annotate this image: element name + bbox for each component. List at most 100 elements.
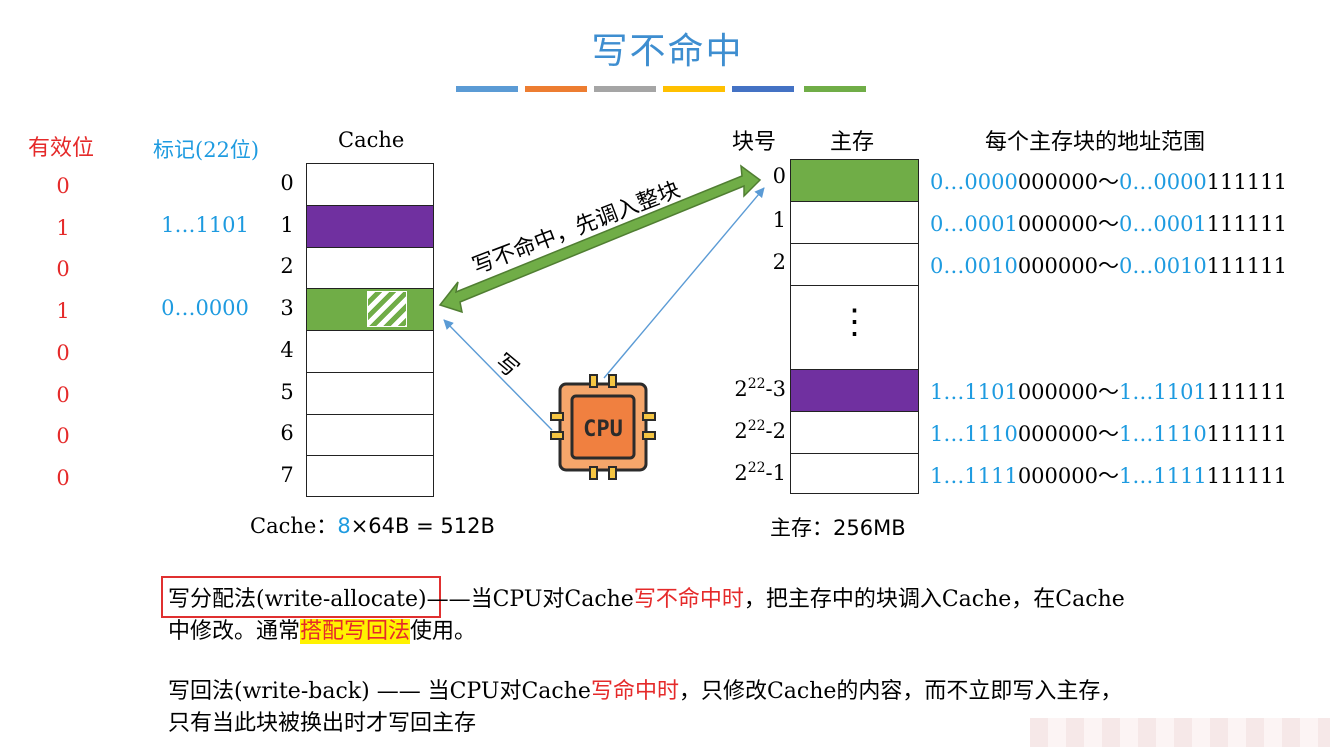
- address-part-p3: 0…0010: [1118, 254, 1207, 278]
- write-back-line-2: 只有当此块被换出时才写回主存: [168, 711, 477, 736]
- write-arrow-memory: [603, 187, 765, 379]
- write-allocate-text-b: ，把主存中的块调入Cache，在Cache: [743, 587, 1125, 612]
- valid-bit-4: 0: [56, 340, 70, 365]
- cpu-icon: CPU: [550, 374, 656, 480]
- page-title: 写不命中: [591, 31, 744, 72]
- write-back-line-1: 写回法(write-back) —— 当CPU对Cache写命中时，只修改Cac…: [168, 676, 1122, 708]
- title-bar-6: [804, 86, 866, 92]
- cache-row-3: [307, 289, 433, 331]
- memory-row-5: [791, 412, 918, 454]
- write-allocate-box: [161, 576, 441, 618]
- cache-index-3: 3: [280, 296, 294, 321]
- address-part-sep: ～: [1097, 422, 1119, 446]
- title-bar-2: [525, 86, 587, 92]
- memory-block-index-2: 2: [772, 250, 786, 274]
- write-back-text-b: ，只修改Cache的内容，而不立即写入主存，: [678, 679, 1123, 704]
- cache-index-4: 4: [280, 337, 294, 362]
- memory-row-0: [791, 160, 918, 202]
- address-range-2: 0…0010000000～0…0010111111: [930, 250, 1287, 280]
- write-miss-highlight: 写不命中时: [633, 587, 744, 612]
- address-part-p3: 0…0000: [1118, 170, 1207, 194]
- cache-row-5: [307, 373, 433, 415]
- title-bar-3: [594, 86, 656, 92]
- memory-row-2: [791, 244, 918, 286]
- valid-bit-3: 1: [56, 299, 70, 324]
- address-part-p4: 111111: [1206, 212, 1287, 236]
- valid-bit-7: 0: [56, 466, 70, 491]
- write-hit-highlight: 写命中时: [590, 679, 679, 704]
- watermark-blur: [1030, 718, 1330, 747]
- memory-row-1: [791, 202, 918, 244]
- address-part-sep: ～: [1097, 212, 1119, 236]
- address-range-0: 0…0000000000～0…0000111111: [930, 166, 1287, 196]
- valid-bit-6: 0: [56, 424, 70, 449]
- address-range-header: 每个主存块的地址范围: [985, 130, 1206, 155]
- block-index-exponent: 22: [747, 376, 766, 392]
- address-range-6: 1…1111000000～1…1111111111: [930, 460, 1287, 490]
- memory-block-index-5: 222-2: [734, 418, 786, 443]
- cache-row-6: [307, 415, 433, 457]
- memory-ellipsis: ⋮: [837, 302, 872, 342]
- block-index-exponent: 22: [747, 418, 766, 434]
- written-word-hatch: [367, 291, 407, 327]
- tag-value-3: 0…0000: [161, 296, 249, 321]
- cache-row-0: [307, 164, 433, 206]
- memory-block-index-0: 0: [772, 164, 786, 188]
- cpu-label: CPU: [583, 417, 623, 442]
- address-part-sep: ～: [1097, 380, 1119, 404]
- address-part-p4: 111111: [1206, 463, 1287, 488]
- memory-block-index-1: 1: [772, 208, 786, 232]
- title-bar-5: [732, 86, 794, 92]
- memory-row-4: [791, 370, 918, 412]
- cache-index-7: 7: [280, 463, 294, 488]
- cache-size-prefix: Cache：: [250, 514, 338, 538]
- write-back-text-a: 写回法(write-back) —— 当CPU对Cache: [168, 679, 591, 704]
- address-part-p1: 1…1101: [930, 380, 1018, 404]
- tag-header: 标记(22位): [153, 138, 260, 162]
- write-arrow-label: 写: [490, 349, 523, 382]
- address-part-p4: 111111: [1206, 170, 1287, 194]
- cache-index-0: 0: [280, 170, 294, 195]
- address-range-5: 1…1110000000～1…1110111111: [930, 418, 1287, 448]
- address-part-p4: 111111: [1206, 422, 1287, 446]
- cache-size-rest: ×64B = 512B: [350, 514, 495, 538]
- write-allocate-text-d: 使用。: [410, 619, 477, 644]
- cache-index-2: 2: [280, 254, 294, 279]
- address-part-p3: 1…1110: [1118, 422, 1207, 446]
- address-part-p2: 000000: [1017, 254, 1098, 278]
- write-allocate-line-2: 中修改。通常搭配写回法使用。: [168, 616, 476, 648]
- pair-with-write-back-highlight: 搭配写回法: [300, 619, 411, 644]
- cache-line-count: 8: [337, 514, 351, 538]
- address-part-p4: 111111: [1206, 254, 1287, 278]
- memory-size-value: 256MB: [833, 516, 906, 540]
- address-part-sep: ～: [1097, 254, 1119, 278]
- miss-double-arrow: [438, 164, 762, 314]
- memory-table: ⋮: [790, 159, 919, 494]
- memory-size-prefix: 主存：: [770, 516, 833, 540]
- address-part-p2: 000000: [1017, 170, 1098, 194]
- block-number-header: 块号: [732, 130, 777, 155]
- title-bar-1: [456, 86, 518, 92]
- cache-index-5: 5: [280, 379, 294, 404]
- write-allocate-text-c: 中修改。通常: [168, 619, 301, 644]
- address-part-p1: 0…0010: [930, 254, 1018, 278]
- address-part-sep: ～: [1097, 463, 1119, 488]
- address-range-4: 1…1101000000～1…1101111111: [930, 376, 1287, 406]
- address-part-p1: 1…1111: [930, 463, 1018, 488]
- address-range-1: 0…0001000000～0…0001111111: [930, 208, 1287, 238]
- write-arrow-cache: [443, 319, 553, 431]
- cache-row-4: [307, 331, 433, 373]
- address-part-p3: 0…0001: [1118, 212, 1207, 236]
- memory-block-index-4: 222-3: [734, 376, 786, 401]
- write-allocate-term: 写分配法(write-allocate): [168, 587, 427, 612]
- address-part-p1: 0…0000: [930, 170, 1018, 194]
- address-part-p2: 000000: [1017, 380, 1098, 404]
- write-allocate-text-a: ——当CPU对Cache: [426, 587, 634, 612]
- tag-value-1: 1…1101: [161, 212, 249, 237]
- cache-size-caption: Cache：8×64B = 512B: [250, 510, 495, 540]
- title-bar-4: [663, 86, 725, 92]
- valid-bit-2: 0: [56, 257, 70, 282]
- cache-header: Cache: [338, 128, 405, 152]
- address-part-p2: 000000: [1017, 422, 1098, 446]
